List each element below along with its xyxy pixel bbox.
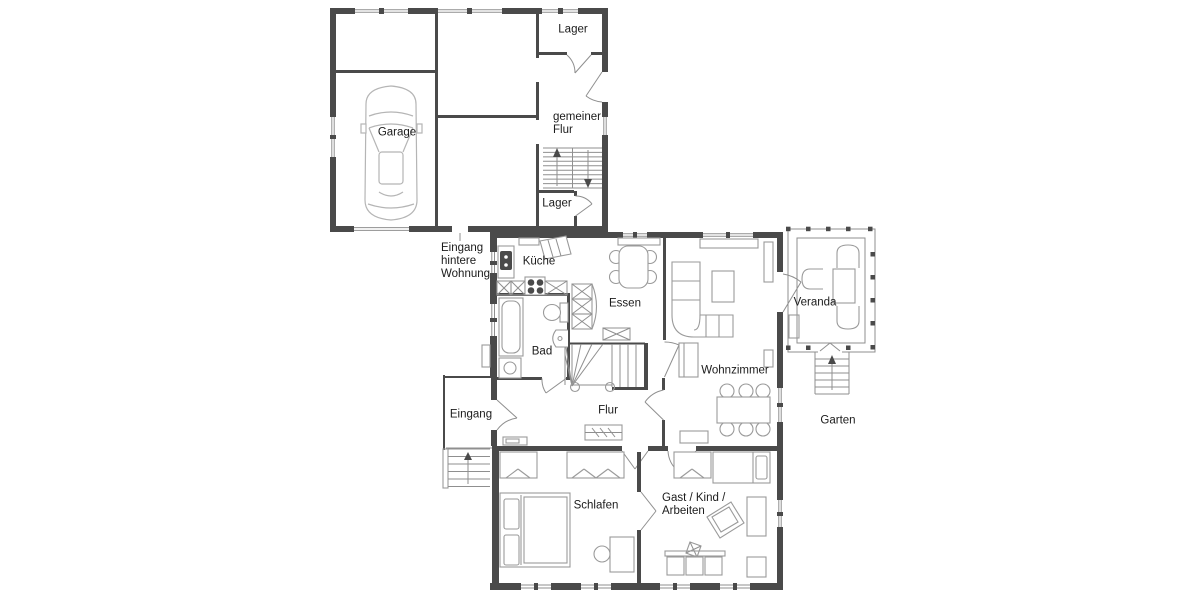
door bbox=[640, 491, 657, 531]
door bbox=[782, 273, 802, 313]
door bbox=[585, 71, 603, 103]
chair bbox=[755, 383, 771, 399]
garden-stairs bbox=[814, 352, 850, 395]
single-bed bbox=[712, 451, 771, 484]
chimney bbox=[481, 344, 491, 368]
chair bbox=[738, 383, 754, 399]
room-label-veranda: Veranda bbox=[793, 296, 837, 309]
veranda-chair bbox=[801, 268, 823, 290]
staircase-main bbox=[564, 342, 648, 393]
door bbox=[575, 195, 593, 217]
shelf bbox=[763, 241, 774, 283]
veranda bbox=[782, 226, 876, 354]
door bbox=[566, 54, 592, 74]
room-label-flur: Flur bbox=[598, 404, 618, 417]
pillow bbox=[503, 498, 520, 530]
chair bbox=[719, 421, 735, 437]
sideboard bbox=[699, 238, 759, 249]
car bbox=[360, 85, 423, 221]
bathroom-sink bbox=[552, 329, 568, 348]
pillow bbox=[755, 455, 768, 480]
guest-room-furniture bbox=[664, 451, 771, 578]
entrance-stairs bbox=[442, 448, 490, 489]
shelf bbox=[746, 496, 767, 537]
room-label-eingang: Eingang bbox=[449, 408, 493, 421]
seat bbox=[666, 556, 685, 576]
window bbox=[330, 8, 608, 162]
kitchen-fixtures bbox=[496, 235, 631, 341]
tall-cabinet bbox=[571, 313, 593, 330]
stair-up-arrow-icon bbox=[828, 355, 836, 364]
bedroom-furniture bbox=[499, 451, 635, 573]
garage-building bbox=[330, 8, 608, 241]
door bbox=[621, 450, 649, 470]
dining-room-furniture bbox=[608, 237, 661, 289]
door bbox=[496, 399, 518, 431]
room-label-garten: Garten bbox=[820, 414, 856, 427]
veranda-chair bbox=[836, 244, 860, 268]
washing-machine bbox=[498, 357, 522, 379]
dining-table bbox=[618, 245, 649, 289]
wardrobe bbox=[673, 451, 712, 479]
door bbox=[644, 389, 664, 421]
toilet bbox=[559, 302, 569, 323]
bench bbox=[502, 436, 528, 446]
room-label-wohnzimmer: Wohnzimmer bbox=[701, 364, 769, 377]
pillow bbox=[503, 534, 520, 566]
room-label-gast-kind-arbeiten: Gast / Kind / Arbeiten bbox=[662, 492, 726, 517]
armchair bbox=[678, 342, 699, 378]
window bbox=[490, 232, 783, 590]
cabinet bbox=[746, 556, 767, 578]
coffee-table bbox=[711, 270, 735, 303]
chair bbox=[755, 421, 771, 437]
desk bbox=[609, 536, 635, 573]
door bbox=[541, 378, 567, 394]
corner-unit bbox=[539, 235, 572, 260]
garage-door bbox=[350, 226, 413, 232]
room-label-essen: Essen bbox=[609, 297, 641, 310]
room-label-eingang-hintere-wohnung: Eingang hintere Wohnung bbox=[441, 242, 491, 280]
hallway-furniture bbox=[502, 424, 623, 446]
veranda-table bbox=[832, 268, 856, 304]
veranda-chair bbox=[836, 306, 860, 330]
bathtub bbox=[498, 297, 524, 357]
room-label-lager-top: Lager bbox=[558, 23, 588, 36]
living-room-furniture bbox=[671, 238, 774, 444]
entrance-porch bbox=[443, 375, 518, 450]
room-label-schlafen: Schlafen bbox=[573, 499, 619, 512]
seat bbox=[704, 556, 723, 576]
room-label-lager-bottom: Lager bbox=[542, 197, 572, 210]
main-house bbox=[443, 232, 783, 590]
room-label-garage: Garage bbox=[377, 126, 417, 139]
stair-up-arrow-icon bbox=[553, 148, 561, 157]
veranda-posts bbox=[786, 226, 875, 350]
chair bbox=[738, 421, 754, 437]
room-label-kueche: Küche bbox=[522, 255, 556, 268]
room-label-bad: Bad bbox=[531, 345, 553, 358]
shelf bbox=[763, 349, 774, 368]
desk bbox=[706, 501, 745, 539]
stair-up-arrow-icon bbox=[464, 452, 472, 460]
cabinet bbox=[679, 430, 709, 444]
chair bbox=[719, 383, 735, 399]
room-label-gemeiner-flur: gemeiner Flur bbox=[553, 111, 601, 136]
bathroom-fixtures bbox=[498, 297, 569, 379]
seat bbox=[685, 556, 704, 576]
wardrobe bbox=[499, 451, 538, 479]
door bbox=[664, 341, 680, 378]
chair bbox=[593, 545, 611, 563]
cabinet bbox=[602, 327, 631, 341]
staircase-common-hall bbox=[543, 147, 602, 189]
dining-table bbox=[716, 396, 771, 424]
bench bbox=[788, 314, 800, 339]
wall-cabinet bbox=[518, 237, 540, 246]
stair-down-arrow-icon bbox=[584, 179, 592, 188]
sideboard bbox=[617, 237, 661, 246]
table bbox=[664, 550, 726, 557]
